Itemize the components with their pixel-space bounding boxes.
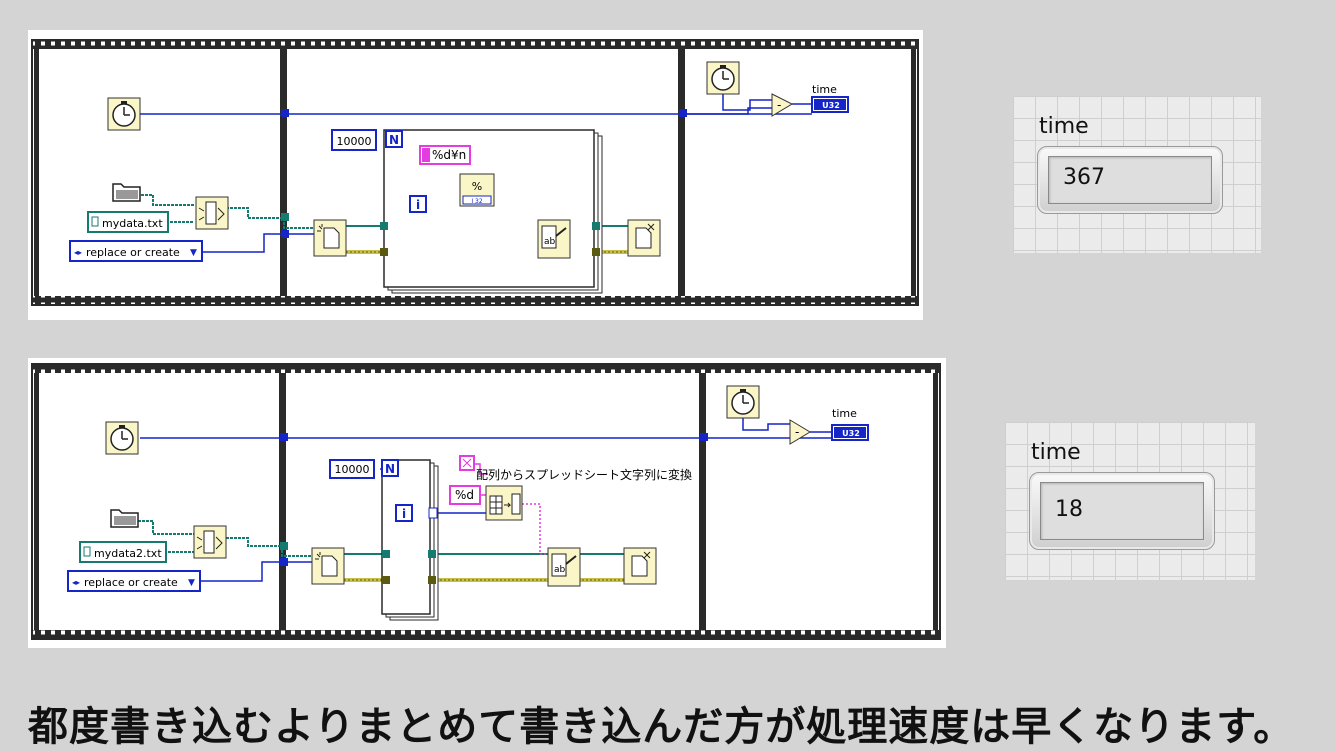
loop-count-constant[interactable]: 10000 bbox=[329, 459, 375, 479]
time-indicator-label: time bbox=[1031, 440, 1081, 465]
time-indicator[interactable]: 18 bbox=[1029, 472, 1215, 550]
svg-text:10000: 10000 bbox=[337, 135, 372, 148]
folder-icon[interactable] bbox=[110, 509, 139, 528]
folder-icon[interactable] bbox=[112, 183, 141, 202]
format-string-constant[interactable]: %d bbox=[449, 485, 481, 505]
open-file-icon[interactable] bbox=[313, 219, 347, 257]
svg-text:ab: ab bbox=[554, 565, 566, 575]
loop-count-terminal: N bbox=[385, 130, 403, 148]
svg-text:replace or create: replace or create bbox=[86, 246, 180, 259]
svg-text:-: - bbox=[795, 425, 799, 439]
time-indicator[interactable]: 367 bbox=[1037, 146, 1223, 214]
svg-text:▼: ▼ bbox=[188, 578, 195, 588]
svg-text:mydata.txt: mydata.txt bbox=[102, 217, 163, 230]
svg-text:U32: U32 bbox=[842, 429, 860, 438]
svg-text:◂▸: ◂▸ bbox=[74, 248, 82, 257]
flat-sequence-structure[interactable] bbox=[31, 363, 941, 640]
timer-icon[interactable] bbox=[726, 385, 760, 419]
iteration-terminal: i bbox=[409, 195, 427, 213]
svg-text:U32: U32 bbox=[822, 101, 840, 110]
open-file-icon[interactable] bbox=[311, 547, 345, 585]
for-loop[interactable] bbox=[381, 459, 439, 621]
timer-icon[interactable] bbox=[706, 61, 740, 95]
svg-text:◂▸: ◂▸ bbox=[72, 578, 80, 587]
svg-text:I 32: I 32 bbox=[471, 198, 482, 205]
caption-text: 都度書き込むよりまとめて書き込んだ方が処理速度は早くなります。 bbox=[28, 704, 1295, 750]
svg-text:-: - bbox=[777, 98, 781, 112]
loop-count-constant[interactable]: 10000 bbox=[331, 129, 377, 151]
svg-text:10000: 10000 bbox=[335, 463, 370, 476]
svg-text:i: i bbox=[416, 198, 420, 212]
block-diagram-2: 10000 N i 配列からスプレッドシート文字列に変換 %d mydata2.… bbox=[28, 358, 946, 648]
flat-sequence-structure[interactable] bbox=[31, 39, 919, 306]
time-indicator-terminal[interactable]: time U32 bbox=[831, 407, 869, 441]
array-to-spreadsheet-label: 配列からスプレッドシート文字列に変換 bbox=[476, 467, 692, 482]
svg-text:i: i bbox=[402, 507, 406, 521]
svg-text:%: % bbox=[472, 180, 482, 193]
format-string-icon[interactable]: % I 32 bbox=[459, 173, 495, 207]
time-indicator-terminal[interactable]: time U32 bbox=[811, 83, 849, 113]
file-path-constant[interactable]: mydata.txt bbox=[87, 211, 169, 233]
time-indicator-label: time bbox=[1039, 114, 1089, 139]
time-indicator-value: 18 bbox=[1040, 482, 1204, 540]
block-diagram-1: 10000 N i %d¥n mydata.txt replace or cre… bbox=[28, 30, 923, 320]
build-path-icon[interactable] bbox=[195, 196, 229, 230]
svg-text:time: time bbox=[832, 407, 857, 420]
svg-text:▼: ▼ bbox=[190, 248, 197, 258]
delimiter-constant[interactable] bbox=[459, 455, 475, 471]
build-path-icon[interactable] bbox=[193, 525, 227, 559]
svg-text:replace or create: replace or create bbox=[84, 576, 178, 589]
svg-text:mydata2.txt: mydata2.txt bbox=[94, 547, 162, 560]
loop-count-terminal: N bbox=[381, 459, 399, 477]
format-string-constant[interactable]: %d¥n bbox=[419, 145, 471, 165]
svg-text:N: N bbox=[385, 462, 395, 476]
subtract-icon[interactable]: - bbox=[789, 419, 811, 445]
close-file-icon[interactable] bbox=[627, 219, 661, 257]
write-text-icon[interactable]: ab bbox=[547, 547, 581, 587]
svg-text:%d: %d bbox=[455, 488, 474, 502]
svg-text:%d¥n: %d¥n bbox=[432, 148, 466, 162]
time-indicator-value: 367 bbox=[1048, 156, 1212, 204]
timer-icon[interactable] bbox=[105, 421, 139, 455]
svg-text:time: time bbox=[812, 83, 837, 96]
iteration-terminal: i bbox=[395, 504, 413, 522]
array-to-spreadsheet-icon[interactable] bbox=[485, 485, 523, 521]
timer-icon[interactable] bbox=[107, 97, 141, 131]
subtract-icon[interactable]: - bbox=[771, 93, 794, 117]
svg-text:N: N bbox=[389, 133, 399, 147]
file-path-constant[interactable]: mydata2.txt bbox=[79, 541, 167, 563]
mode-enum-constant[interactable]: replace or create ◂▸ ▼ bbox=[67, 570, 201, 592]
write-text-icon[interactable]: ab bbox=[537, 219, 571, 259]
close-file-icon[interactable] bbox=[623, 547, 657, 585]
svg-text:ab: ab bbox=[544, 237, 556, 247]
mode-enum-constant[interactable]: replace or create ◂▸ ▼ bbox=[69, 240, 203, 262]
